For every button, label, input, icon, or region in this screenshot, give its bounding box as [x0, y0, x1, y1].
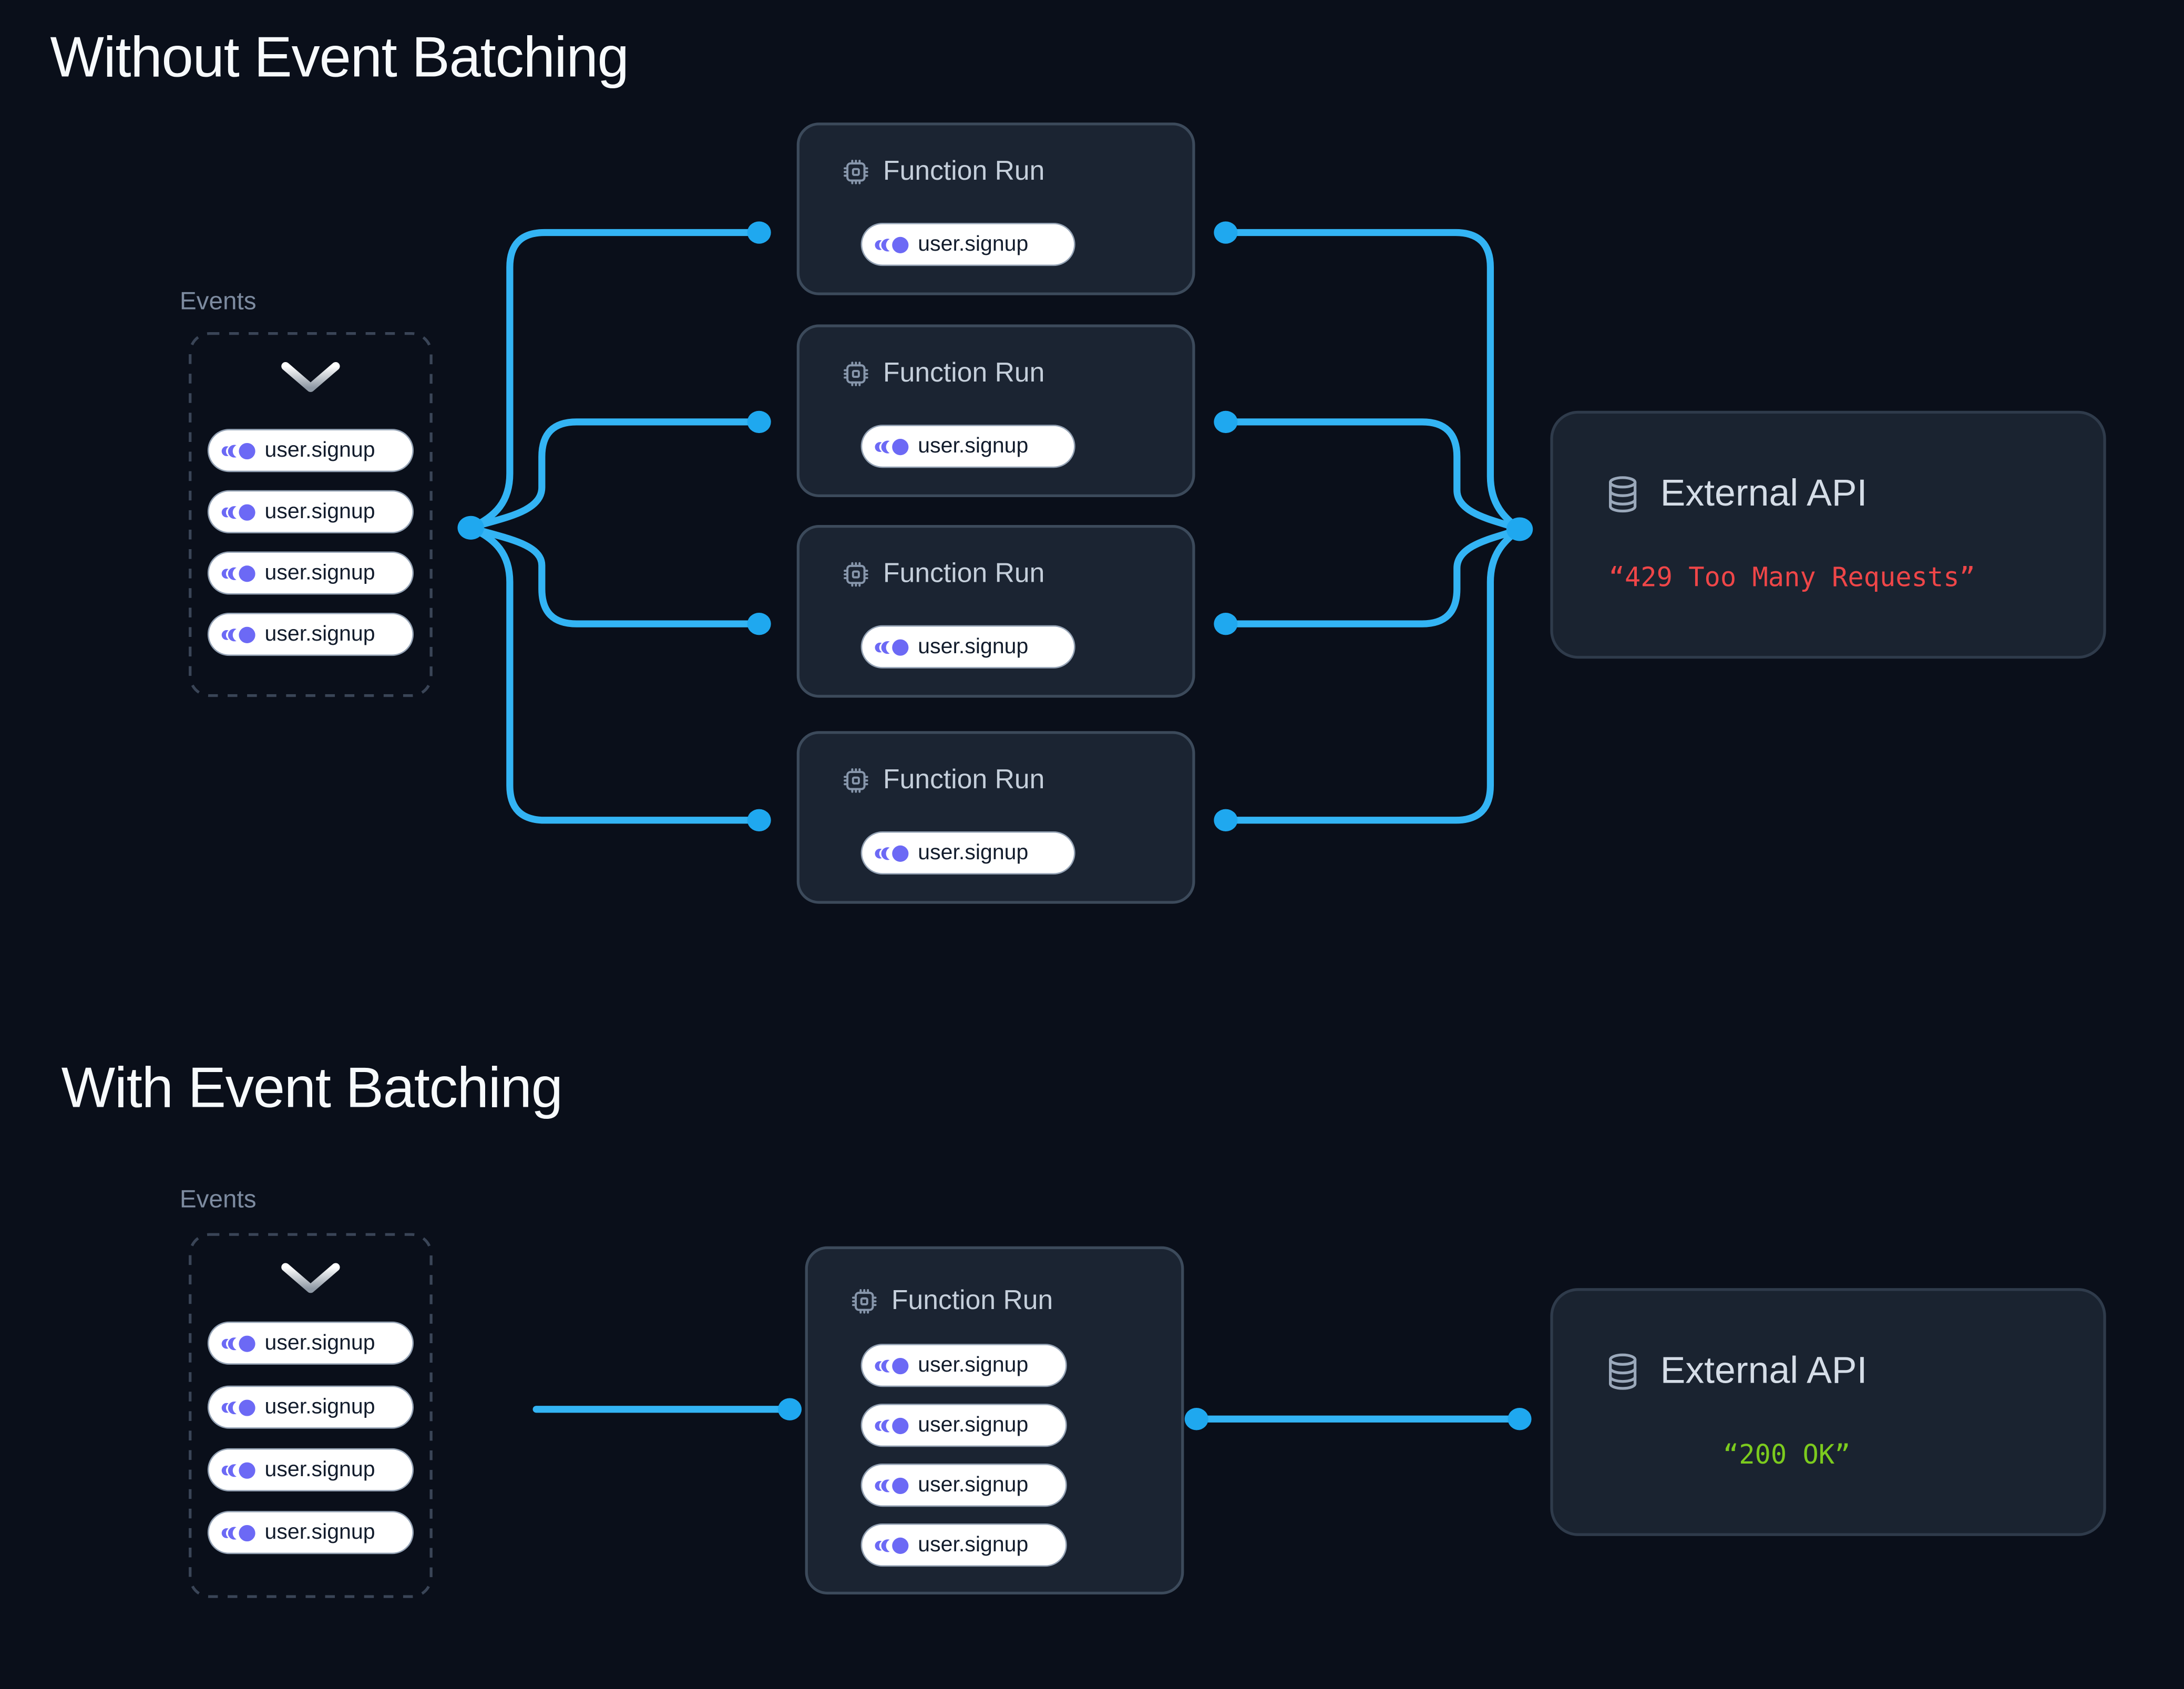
event-pill: user.signup — [207, 1385, 414, 1429]
external-api-card: External API “200 OK” — [1550, 1288, 2106, 1536]
event-pill: user.signup — [860, 625, 1075, 668]
event-pill-label: user.signup — [918, 634, 1029, 658]
event-pulse-icon — [221, 1335, 255, 1352]
event-pill-label: user.signup — [918, 1532, 1029, 1557]
external-api-title: External API — [1660, 472, 1868, 514]
event-pill: user.signup — [207, 612, 414, 656]
page-title: With Event Batching — [61, 1055, 563, 1120]
event-pill: user.signup — [860, 1344, 1067, 1387]
event-pill-label: user.signup — [918, 840, 1029, 864]
function-run-header: Function Run — [849, 1285, 1053, 1317]
event-pill: user.signup — [207, 429, 414, 472]
event-pill: user.signup — [860, 1404, 1067, 1447]
function-run-card: Function Run user.signup — [796, 731, 1195, 904]
cpu-icon — [852, 1289, 877, 1314]
event-pill: user.signup — [207, 1511, 414, 1554]
event-pill-label: user.signup — [264, 560, 375, 584]
event-pulse-icon — [221, 1399, 255, 1416]
external-api-card: External API “429 Too Many Requests” — [1550, 410, 2106, 659]
function-run-header: Function Run — [842, 358, 1045, 390]
event-pill-label: user.signup — [264, 1330, 375, 1355]
external-api-header: External API — [1603, 472, 1867, 515]
event-pulse-icon — [875, 1477, 909, 1494]
event-pill: user.signup — [860, 1523, 1067, 1567]
function-run-header: Function Run — [842, 558, 1045, 591]
page-title: Without Event Batching — [50, 25, 629, 89]
event-pill-label: user.signup — [264, 1394, 375, 1418]
dashed-border — [189, 1233, 433, 1598]
event-pill-label: user.signup — [918, 232, 1029, 256]
function-run-title: Function Run — [883, 156, 1045, 187]
database-icon — [1603, 1352, 1642, 1391]
event-pill-label: user.signup — [918, 434, 1029, 458]
event-pill-label: user.signup — [918, 1472, 1029, 1497]
external-api-title: External API — [1660, 1349, 1868, 1392]
event-pill: user.signup — [860, 222, 1075, 266]
api-response-success: “200 OK” — [1722, 1439, 1851, 1471]
function-run-card: Function Run user.signup — [796, 122, 1195, 295]
event-pill-label: user.signup — [918, 1353, 1029, 1377]
dashed-border — [189, 332, 433, 697]
function-run-card: Function Run user.signup — [796, 324, 1195, 498]
event-pill-label: user.signup — [264, 1457, 375, 1481]
event-pill-label: user.signup — [264, 622, 375, 646]
event-pill: user.signup — [207, 1321, 414, 1365]
events-box: user.signup user.signup user.signup user… — [188, 1232, 433, 1599]
function-run-card: Function Run user.signup user.signup use… — [805, 1246, 1184, 1595]
function-run-title: Function Run — [883, 358, 1045, 389]
function-run-title: Function Run — [891, 1285, 1053, 1316]
event-pill-label: user.signup — [264, 499, 375, 523]
external-api-header: External API — [1603, 1350, 1867, 1393]
event-pill-label: user.signup — [264, 438, 375, 462]
event-pill: user.signup — [207, 490, 414, 533]
function-run-title: Function Run — [883, 558, 1045, 589]
event-pill: user.signup — [860, 831, 1075, 875]
events-box: user.signup user.signup user.signup user… — [188, 332, 433, 698]
function-run-card: Function Run user.signup — [796, 525, 1195, 698]
event-pulse-icon — [221, 1461, 255, 1478]
function-run-header: Function Run — [842, 764, 1045, 797]
event-pulse-icon — [875, 1537, 909, 1553]
event-pill: user.signup — [860, 1464, 1067, 1507]
events-label: Events — [179, 286, 257, 315]
event-pill-label: user.signup — [918, 1413, 1029, 1437]
event-pill: user.signup — [860, 425, 1075, 468]
function-run-header: Function Run — [842, 156, 1045, 188]
event-pulse-icon — [875, 1417, 909, 1434]
api-response-error: “429 Too Many Requests” — [1608, 562, 1975, 593]
event-pill-label: user.signup — [264, 1520, 375, 1544]
event-pill: user.signup — [207, 1448, 414, 1492]
events-label: Events — [179, 1185, 257, 1213]
event-pulse-icon — [221, 1524, 255, 1541]
event-pulse-icon — [875, 1357, 909, 1374]
function-run-title: Function Run — [883, 764, 1045, 796]
chevron-down-icon — [280, 1260, 342, 1296]
event-pill: user.signup — [207, 551, 414, 595]
